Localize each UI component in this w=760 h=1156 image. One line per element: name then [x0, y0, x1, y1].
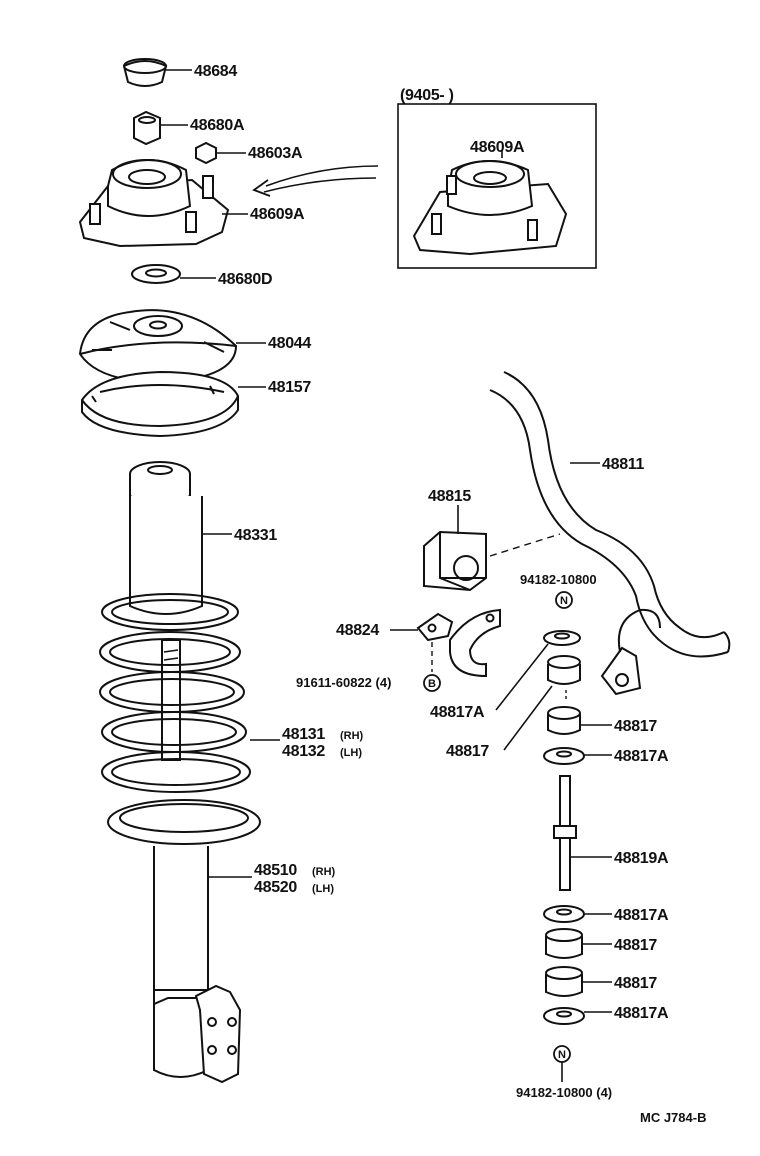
- nut-symbol-bottom: [553, 1045, 571, 1082]
- label-48817-left: 48817: [446, 743, 489, 760]
- label-94182-top: 94182-10800: [520, 572, 597, 587]
- inset-box: [397, 103, 597, 269]
- label-48817A-r3: 48817A: [614, 1005, 669, 1022]
- label-48603A: 48603A: [248, 145, 303, 162]
- nut-symbol-top: [555, 591, 573, 609]
- strut-support-drawing: [78, 159, 248, 248]
- label-48815: 48815: [428, 488, 471, 505]
- bracket-drawing: [390, 608, 501, 678]
- label-48510-side: (RH): [312, 866, 336, 878]
- label-48044: 48044: [268, 335, 311, 352]
- label-48520-side: (LH): [312, 883, 334, 895]
- label-48819A: 48819A: [614, 850, 669, 867]
- label-48132-side: (LH): [340, 747, 362, 759]
- label-48817A-r1: 48817A: [614, 748, 669, 765]
- link-cushion-left-drawing: [495, 630, 581, 751]
- label-48817A-left: 48817A: [430, 704, 485, 721]
- label-48817-r1: 48817: [614, 718, 657, 735]
- label-91611: 91611-60822 (4): [296, 675, 391, 690]
- stabilizer-bar-drawing: [489, 371, 731, 696]
- nut-drawing: [133, 110, 188, 146]
- label-48510: 48510: [254, 862, 297, 879]
- bolt-symbol: [423, 674, 441, 692]
- label-48609A: 48609A: [250, 206, 305, 223]
- label-48817-r2: 48817: [614, 937, 657, 954]
- coil-spring-drawing: [99, 593, 280, 845]
- label-48520: 48520: [254, 879, 297, 896]
- label-48817A-r2: 48817A: [614, 907, 669, 924]
- inset-range: (9405- ): [400, 87, 454, 104]
- nut-symbol-bottom-letter: N: [558, 1049, 566, 1061]
- label-48824: 48824: [336, 622, 379, 639]
- diagram-code: MC J784-B: [640, 1110, 706, 1125]
- insulator-drawing: [81, 370, 266, 438]
- bushing-drawing: [423, 505, 561, 592]
- strut-drawing: [153, 846, 252, 1084]
- small-nut-drawing: [195, 141, 246, 165]
- bolt-symbol-letter: B: [428, 678, 436, 690]
- dust-cap-drawing: [122, 58, 192, 87]
- label-48817-r3: 48817: [614, 975, 657, 992]
- inset-part-label: 48609A: [470, 139, 525, 156]
- label-94182-bottom: 94182-10800 (4): [516, 1085, 612, 1100]
- link-stack-drawing: [543, 706, 612, 1025]
- label-48680D: 48680D: [218, 271, 272, 288]
- label-48131: 48131: [282, 726, 325, 743]
- bumper-drawing: [129, 461, 232, 615]
- label-48157: 48157: [268, 379, 311, 396]
- spring-seat-drawing: [78, 309, 266, 384]
- label-48811: 48811: [602, 456, 645, 473]
- washer-drawing: [131, 264, 216, 284]
- label-48680A: 48680A: [190, 117, 245, 134]
- label-48131-side: (RH): [340, 730, 364, 742]
- nut-symbol-top-letter: N: [560, 595, 568, 607]
- label-48684: 48684: [194, 63, 237, 80]
- reference-arrow: [252, 165, 379, 197]
- label-48331: 48331: [234, 527, 277, 544]
- label-48132: 48132: [282, 743, 325, 760]
